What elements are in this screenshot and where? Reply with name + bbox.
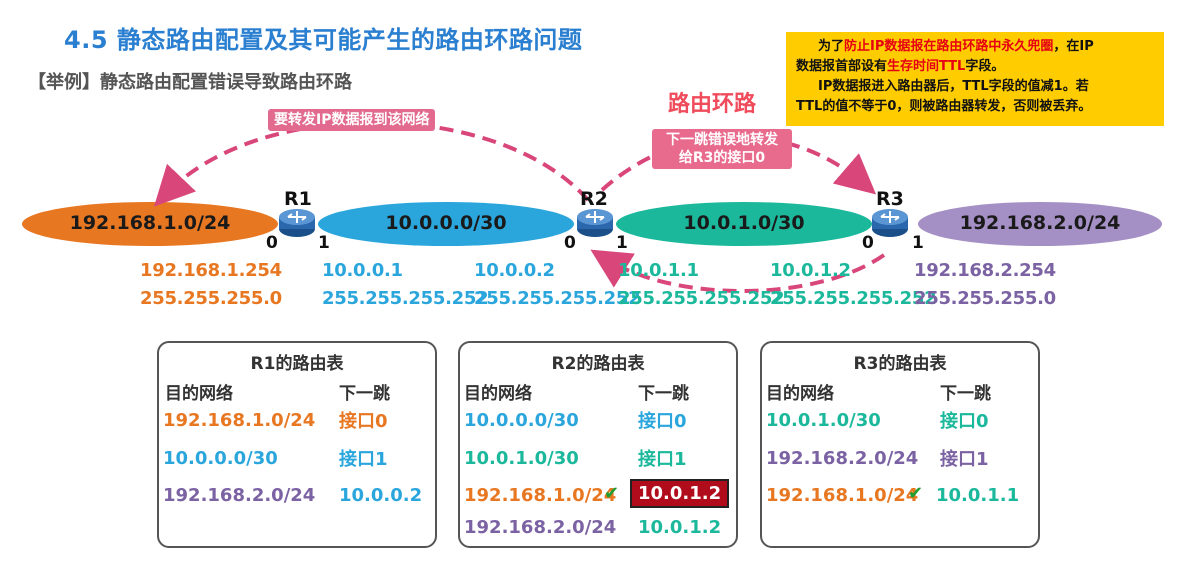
routing-table-r2-title: R2的路由表 — [551, 354, 645, 374]
router-r3-label: R3 — [876, 188, 904, 210]
router-r2-icon — [577, 209, 613, 237]
table-header-next-hop: 下一跳 — [339, 384, 390, 404]
network-label-10-0-0-0: 10.0.0.0/30 — [385, 212, 507, 234]
ttl-note-line3: IP数据报进入路由器后，TTL字段的值减1。若 — [818, 79, 1089, 94]
table-row-next-hop: 10.0.1.2 — [638, 517, 722, 538]
router-r1-icon — [279, 209, 315, 237]
table-row-dest: 192.168.2.0/24 — [766, 448, 919, 469]
table-row-dest: 192.168.2.0/24 — [464, 517, 617, 538]
table-row-dest: 192.168.2.0/24 — [163, 485, 316, 506]
network-ellipse-192-168-1-0 — [22, 202, 278, 246]
address-r2-if0: 10.0.0.2 255.255.255.252 — [474, 260, 641, 309]
table-header-next-hop: 下一跳 — [638, 384, 689, 404]
address-r1-if0: 192.168.1.254 255.255.255.0 — [140, 260, 282, 309]
table-header-dest: 目的网络 — [766, 384, 834, 404]
table-row-dest: 192.168.1.0/24 — [163, 410, 316, 431]
routing-loop-title: 路由环路 — [668, 92, 757, 117]
r2-port-1: 1 — [616, 233, 628, 253]
routing-table-r3: R3的路由表 目的网络 下一跳 10.0.1.0/30 接口0 192.168.… — [760, 341, 1040, 548]
annotation-forward-to-network: 要转发IP数据报到该网络 — [268, 109, 436, 131]
arrow-r3-back-to-r2 — [590, 249, 886, 293]
network-label-10-0-1-0: 10.0.1.0/30 — [683, 212, 805, 234]
table-row-next-hop: 接口1 — [940, 449, 989, 470]
network-label-192-168-2-0: 192.168.2.0/24 — [959, 212, 1121, 234]
table-row-dest: 10.0.0.0/30 — [163, 448, 278, 469]
address-r2-if1: 10.0.1.1 255.255.255.252 — [618, 260, 785, 309]
annotation-wrong-next-hop: 下一跳错误地转发 给R3的接口0 — [652, 129, 792, 169]
routing-table-r1-title: R1的路由表 — [250, 354, 344, 374]
network-ellipse-10-0-0-0 — [318, 202, 574, 246]
table-row-dest: 10.0.0.0/30 — [464, 410, 579, 431]
table-row-next-hop: 接口0 — [339, 411, 388, 432]
table-row-next-hop: 接口1 — [638, 449, 687, 470]
address-r1-if1: 10.0.0.1 255.255.255.252 — [322, 260, 489, 309]
ttl-note-box: 为了防止IP数据报在路由环路中永久兜圈，在IP 数据报首部设有生存时间TTL字段… — [786, 32, 1164, 126]
r2-port-0: 0 — [564, 233, 576, 253]
check-icon: ✔ — [604, 483, 620, 504]
check-icon: ✔ — [908, 483, 924, 504]
page-subtitle: 【举例】静态路由配置错误导致路由环路 — [28, 72, 352, 93]
table-row-next-hop: 接口0 — [940, 411, 989, 432]
r3-port-1: 1 — [912, 233, 924, 253]
table-row-dest: 10.0.1.0/30 — [766, 410, 881, 431]
table-row-dest: 192.168.1.0/24 — [766, 485, 919, 506]
network-ellipse-10-0-1-0 — [616, 202, 872, 246]
table-row-next-hop: 10.0.1.1 — [936, 485, 1020, 506]
router-r1-label: R1 — [284, 188, 312, 210]
routing-table-r2: R2的路由表 目的网络 下一跳 10.0.0.0/30 接口0 10.0.1.0… — [458, 341, 738, 548]
table-header-dest: 目的网络 — [464, 384, 532, 404]
address-r3-if0: 10.0.1.2 255.255.255.252 — [770, 260, 937, 309]
router-r2-label: R2 — [580, 188, 608, 210]
address-r3-if1: 192.168.2.254 255.255.255.0 — [914, 260, 1056, 309]
table-row-next-hop: 10.0.0.2 — [339, 485, 423, 506]
ttl-note-line4: TTL的值不等于0，则被路由器转发，否则被丢弃。 — [796, 99, 1092, 114]
network-label-192-168-1-0: 192.168.1.0/24 — [69, 212, 231, 234]
topology-diagram — [22, 120, 1162, 293]
table-row-next-hop: 接口0 — [638, 411, 687, 432]
r1-port-0: 0 — [266, 233, 278, 253]
table-header-dest: 目的网络 — [165, 384, 233, 404]
r3-port-0: 0 — [862, 233, 874, 253]
network-ellipse-192-168-2-0 — [918, 202, 1162, 246]
arrow-r2-to-192-168-1-0 — [153, 120, 590, 207]
router-r3-icon — [872, 209, 908, 237]
ttl-note-line2: 数据报首部设有生存时间TTL字段。 — [796, 59, 1005, 74]
table-row-dest: 192.168.1.0/24 — [464, 485, 617, 506]
table-header-next-hop: 下一跳 — [940, 384, 991, 404]
routing-table-r1: R1的路由表 目的网络 下一跳 192.168.1.0/24 接口0 10.0.… — [157, 341, 437, 548]
table-row-next-hop: 接口1 — [339, 449, 388, 470]
r1-port-1: 1 — [318, 233, 330, 253]
ttl-note-line1: 为了防止IP数据报在路由环路中永久兜圈，在IP — [818, 39, 1094, 54]
routing-table-r3-title: R3的路由表 — [853, 354, 947, 374]
table-row-dest: 10.0.1.0/30 — [464, 448, 579, 469]
table-row-next-hop-wrong: 10.0.1.2 — [630, 479, 730, 508]
page-title: 4.5 静态路由配置及其可能产生的路由环路问题 — [64, 26, 583, 54]
